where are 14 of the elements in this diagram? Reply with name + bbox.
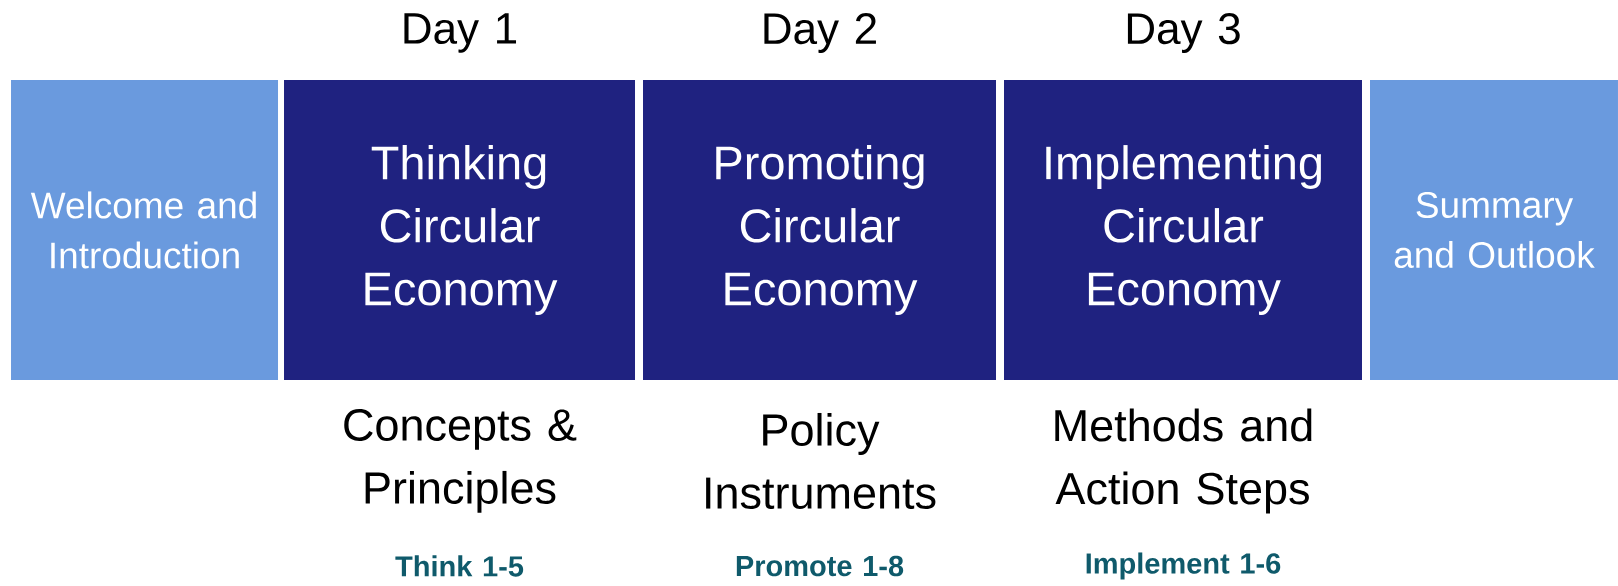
module-label: Think 1-5 <box>395 555 524 577</box>
session-box: Welcome and Introduction <box>11 80 278 380</box>
module-label: Implement 1-6 <box>1086 552 1281 580</box>
topic-label: Policy Instruments <box>706 412 936 509</box>
session-box: Thinking Circular Economy <box>284 80 635 380</box>
topic-label: Concepts & Principles <box>344 409 577 513</box>
module-label: Promote 1-8 <box>736 555 904 577</box>
day-label: Day 1 <box>404 13 516 53</box>
topic-label: Methods and Action Steps <box>1055 408 1312 514</box>
day-label: Day 2 <box>764 13 876 53</box>
session-box: Implementing Circular Economy <box>1004 80 1362 380</box>
session-box: Promoting Circular Economy <box>643 80 996 380</box>
session-box: Summary and Outlook <box>1370 80 1618 380</box>
day-label: Day 3 <box>1127 13 1240 53</box>
